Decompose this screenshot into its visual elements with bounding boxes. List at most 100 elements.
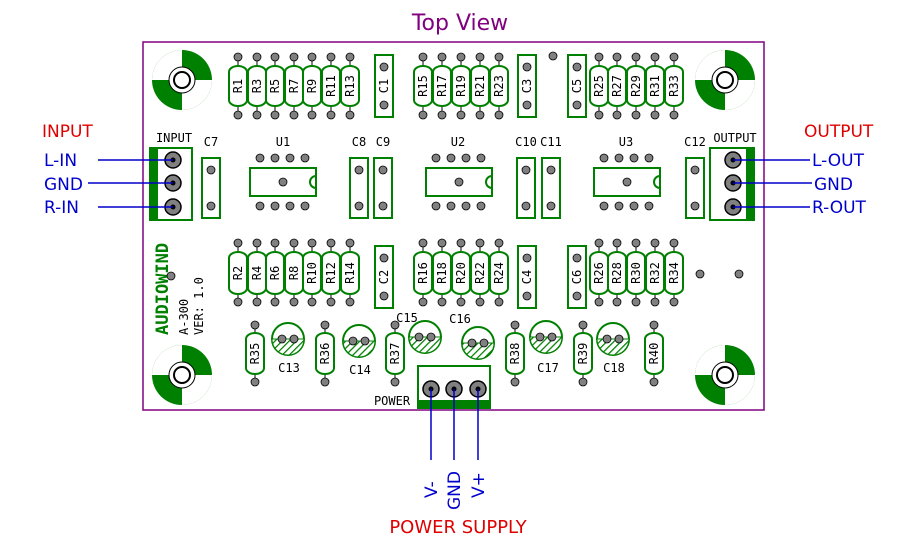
pad xyxy=(644,153,654,163)
resistor-r14: R14 xyxy=(340,238,360,307)
capacitor-label: C14 xyxy=(349,363,371,377)
pad xyxy=(233,52,243,62)
pad xyxy=(345,110,355,120)
pad xyxy=(431,153,441,163)
resistor-r5: R5 xyxy=(265,52,285,120)
pad xyxy=(437,297,447,307)
capacitor-c3: C3 xyxy=(517,54,537,118)
pad xyxy=(629,153,639,163)
pad xyxy=(379,100,389,110)
capacitor-c17: C17 xyxy=(529,320,563,375)
resistor-r17: R17 xyxy=(432,52,452,120)
pad xyxy=(307,110,317,120)
resistor-label: R1 xyxy=(231,79,245,93)
capacitor-c2: C2 xyxy=(374,245,394,309)
resistor-r40: R40 xyxy=(644,320,664,387)
resistor-label: R19 xyxy=(454,75,468,97)
pad xyxy=(522,100,532,110)
resistor-r25: R25 xyxy=(589,52,609,120)
resistor-label: R28 xyxy=(610,262,624,284)
pad xyxy=(289,334,299,344)
resistor-r38: R38 xyxy=(505,320,525,387)
resistor-r21: R21 xyxy=(470,52,490,120)
resistor-r39: R39 xyxy=(573,320,593,387)
pad xyxy=(629,201,639,211)
pad xyxy=(446,201,456,211)
pad xyxy=(535,332,545,342)
pad xyxy=(233,297,243,307)
pad xyxy=(612,52,622,62)
pad xyxy=(206,201,216,211)
pad xyxy=(669,52,679,62)
pad xyxy=(379,253,389,263)
output-wiring: OUTPUT L-OUT GND R-OUT xyxy=(733,122,874,218)
pad xyxy=(461,201,471,211)
pad xyxy=(510,320,520,330)
resistor-label: R18 xyxy=(435,262,449,284)
pad xyxy=(446,153,456,163)
pad xyxy=(690,165,700,175)
pad xyxy=(494,297,504,307)
pad xyxy=(479,338,489,348)
pad xyxy=(300,201,310,211)
capacitor-c8: C8 xyxy=(349,135,369,219)
pad xyxy=(650,297,660,307)
resistor-label: R34 xyxy=(667,262,681,284)
pad xyxy=(418,238,428,248)
pad xyxy=(307,52,317,62)
pad xyxy=(594,110,604,120)
ic-u2: U2 xyxy=(425,135,493,197)
capacitor-c16: C16 xyxy=(449,312,495,360)
pad xyxy=(277,334,287,344)
pad xyxy=(476,201,486,211)
gnd-in-label: GND xyxy=(44,175,83,195)
silk-power-label: POWER xyxy=(374,394,411,408)
resistor-label: R39 xyxy=(576,343,590,365)
capacitor-label: C1 xyxy=(377,79,391,93)
pad xyxy=(270,110,280,120)
pad xyxy=(572,100,582,110)
resistor-r22: R22 xyxy=(470,238,490,307)
resistor-label: R20 xyxy=(454,262,468,284)
power-wiring: V- GND V+ POWER SUPPLY xyxy=(389,389,528,538)
resistor-r23: R23 xyxy=(489,52,509,120)
pad xyxy=(690,201,700,211)
pad xyxy=(456,52,466,62)
pad xyxy=(594,297,604,307)
capacitor-c9: C9 xyxy=(373,135,393,219)
pad xyxy=(649,320,659,330)
resistor-r34: R34 xyxy=(664,238,684,307)
pad xyxy=(649,377,659,387)
pad xyxy=(300,153,310,163)
resistor-label: R23 xyxy=(492,75,506,97)
r-out-label: R-OUT xyxy=(812,198,867,218)
pad xyxy=(631,297,641,307)
capacitor-label: C7 xyxy=(204,135,218,149)
pad xyxy=(547,332,557,342)
pad xyxy=(255,201,265,211)
pad xyxy=(390,377,400,387)
pad xyxy=(475,238,485,248)
pad xyxy=(252,52,262,62)
resistor-label: R32 xyxy=(648,262,662,284)
resistor-label: R7 xyxy=(287,79,301,93)
resistor-r33: R33 xyxy=(664,52,684,120)
pad xyxy=(494,110,504,120)
resistor-r31: R31 xyxy=(645,52,665,120)
resistor-r15: R15 xyxy=(413,52,433,120)
resistor-r35: R35 xyxy=(245,320,265,387)
pad xyxy=(285,153,295,163)
pad xyxy=(437,52,447,62)
capacitor-c15: C15 xyxy=(396,311,442,354)
resistor-label: R37 xyxy=(388,343,402,365)
r-in-label: R-IN xyxy=(44,198,79,218)
pad xyxy=(289,297,299,307)
resistor-label: R10 xyxy=(305,262,319,284)
pad xyxy=(206,165,216,175)
pad xyxy=(650,52,660,62)
pad xyxy=(250,320,260,330)
pad xyxy=(426,332,436,342)
resistor-label: R14 xyxy=(343,262,357,284)
